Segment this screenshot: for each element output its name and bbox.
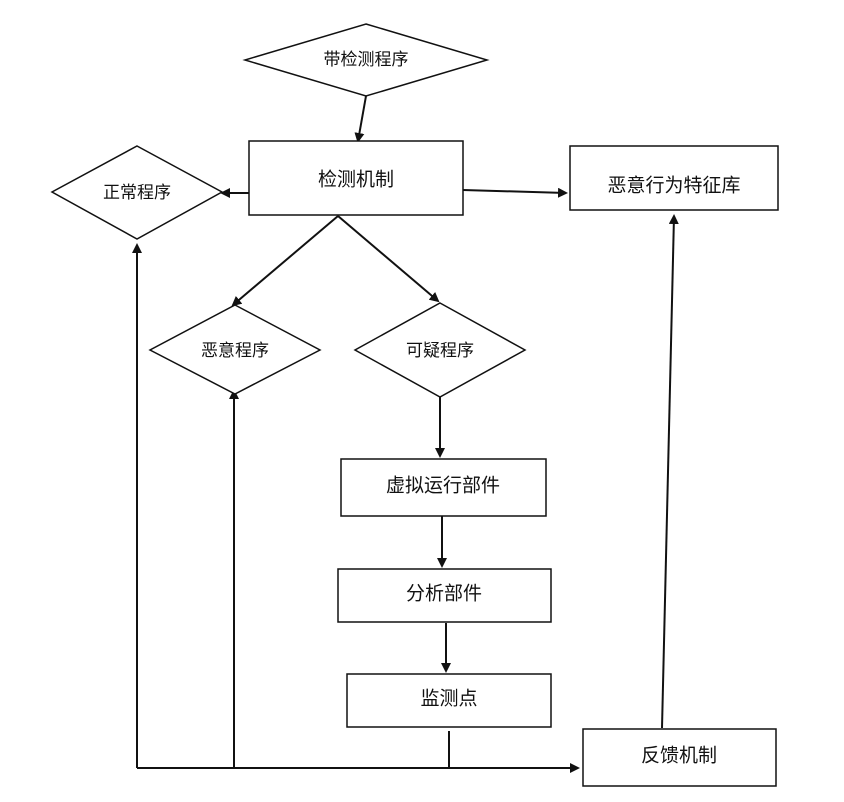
feedback-mechanism-label: 反馈机制 xyxy=(641,745,717,767)
edge-input-to-detection xyxy=(354,95,367,143)
edge-detection-to-suspicious xyxy=(337,215,440,303)
virtual-run-component-label: 虚拟运行部件 xyxy=(386,475,500,497)
analysis-component-box xyxy=(337,568,552,623)
normal-program-diamond xyxy=(50,145,224,240)
analysis-component-label: 分析部件 xyxy=(406,583,482,605)
node-monitoring-point: 监测点 xyxy=(346,673,552,728)
node-malicious-signature-db: 恶意行为特征库 xyxy=(569,145,779,211)
malicious-program-label: 恶意程序 xyxy=(201,341,269,361)
node-feedback-mechanism: 反馈机制 xyxy=(582,728,777,787)
node-detection-mechanism: 检测机制 xyxy=(248,140,464,216)
program-to-detect-diamond xyxy=(242,23,490,97)
node-analysis-component: 分析部件 xyxy=(337,568,552,623)
node-virtual-run-component: 虚拟运行部件 xyxy=(340,458,547,517)
connectors xyxy=(132,95,679,773)
suspicious-program-diamond xyxy=(353,302,527,398)
malicious-program-diamond xyxy=(148,304,322,395)
edge-feedback-to-signature-db xyxy=(661,214,679,729)
edge-detection-to-malicious xyxy=(231,215,339,307)
monitoring-point-box xyxy=(346,673,552,728)
normal-program-label: 正常程序 xyxy=(103,183,171,203)
program-to-detect-label: 带检测程序 xyxy=(324,50,409,70)
node-program-to-detect: 带检测程序 xyxy=(242,23,490,97)
suspicious-program-label: 可疑程序 xyxy=(406,341,474,361)
monitoring-point-label: 监测点 xyxy=(420,688,477,710)
malicious-signature-db-label: 恶意行为特征库 xyxy=(607,175,740,197)
node-suspicious-program: 可疑程序 xyxy=(353,302,527,398)
node-normal-program: 正常程序 xyxy=(50,145,224,240)
detection-mechanism-box xyxy=(248,140,464,216)
node-malicious-program: 恶意程序 xyxy=(148,304,322,395)
malicious-signature-db-box xyxy=(569,145,779,211)
edge-detection-to-signature-db xyxy=(462,187,568,198)
detection-mechanism-label: 检测机制 xyxy=(318,169,394,191)
feedback-mechanism-box xyxy=(582,728,777,787)
virtual-run-component-box xyxy=(340,458,547,517)
